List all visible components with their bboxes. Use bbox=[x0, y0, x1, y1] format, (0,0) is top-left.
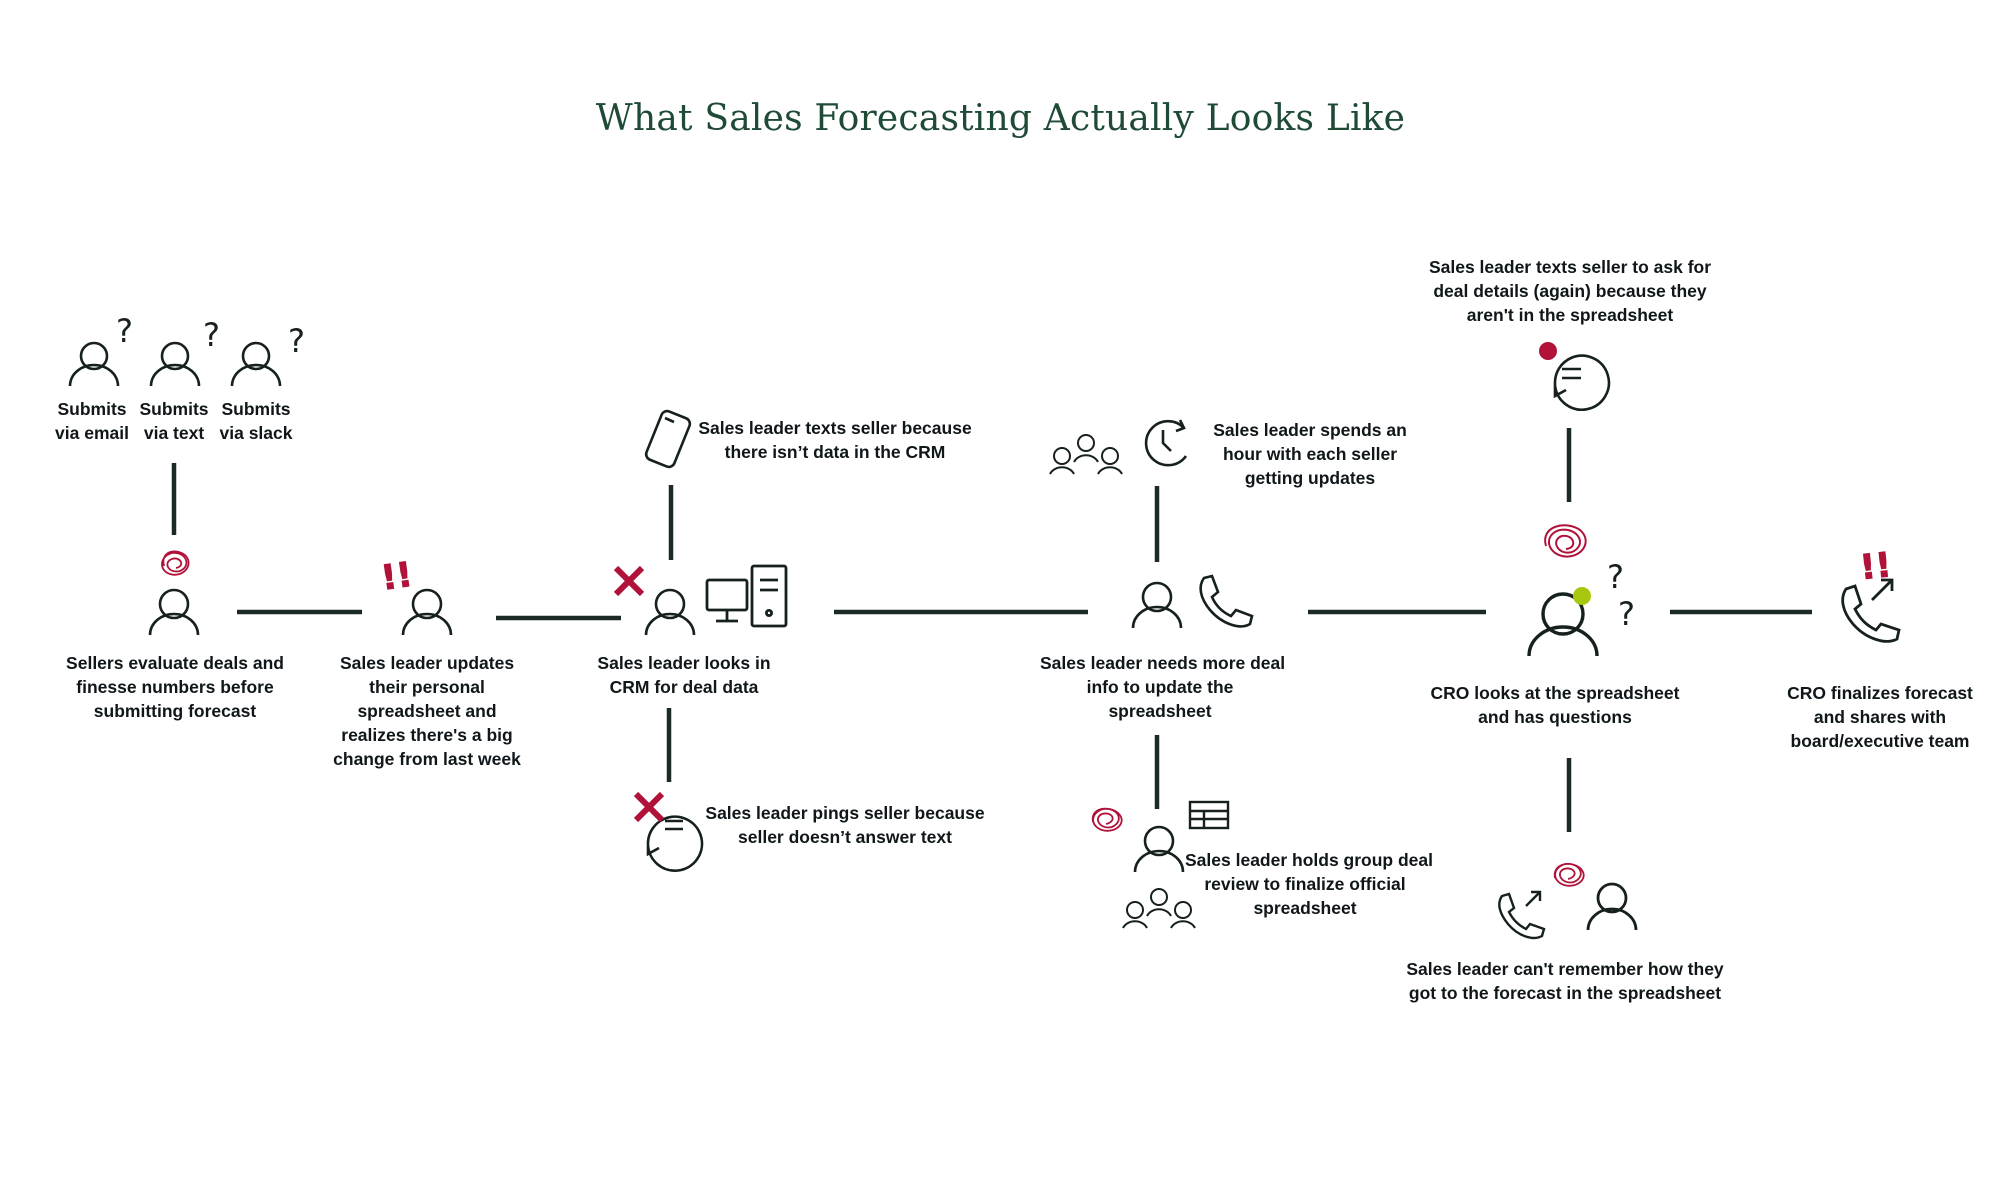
label-leader-texts-again: Sales leader texts seller to ask for dea… bbox=[1428, 257, 1712, 325]
desktop-computer-icon bbox=[705, 564, 788, 628]
question-mark: ? bbox=[203, 316, 220, 354]
person-icon bbox=[1133, 825, 1185, 873]
sellers-evaluate-icons bbox=[148, 550, 200, 636]
submitter-email: ? bbox=[68, 312, 133, 387]
mobile-phone-icon bbox=[644, 409, 692, 469]
submitter-text: ? bbox=[149, 316, 220, 387]
group-icon bbox=[1122, 888, 1196, 929]
person-icon bbox=[1527, 592, 1599, 657]
leader-group-review-icons bbox=[1091, 800, 1230, 929]
person-icon bbox=[1586, 882, 1638, 931]
submitter-slack: ? bbox=[230, 322, 305, 387]
cro-questions-icons: ? ? bbox=[1527, 524, 1635, 657]
group-icon bbox=[1049, 434, 1123, 475]
red-x-icon bbox=[613, 565, 645, 597]
chat-bubble-icon bbox=[1553, 354, 1611, 411]
label-leader-cant-remember: Sales leader can't remember how they got… bbox=[1406, 959, 1724, 1003]
leader-needs-info-icons bbox=[1131, 574, 1254, 629]
person-icon bbox=[644, 588, 696, 636]
phone-outgoing-icon bbox=[1841, 578, 1901, 643]
scribble-icon bbox=[1544, 524, 1587, 558]
leader-cant-remember-icons bbox=[1498, 863, 1638, 940]
leader-hour-icons bbox=[1049, 419, 1188, 475]
person-icon bbox=[148, 588, 200, 636]
status-dot-icon bbox=[1573, 587, 1591, 605]
leader-pings-icons bbox=[633, 791, 704, 872]
red-x-icon bbox=[633, 791, 665, 823]
label-submits-email: Submits via email bbox=[55, 399, 129, 443]
label-leader-texts: Sales leader texts seller because there … bbox=[698, 418, 972, 462]
exclamation-icon: !! bbox=[379, 555, 415, 599]
label-sellers-evaluate: Sellers evaluate deals and finesse numbe… bbox=[66, 653, 284, 721]
notification-dot-icon bbox=[1539, 342, 1557, 360]
scribble-icon bbox=[1553, 863, 1585, 887]
question-mark: ? bbox=[288, 322, 305, 360]
label-leader-needs-info: Sales leader needs more deal info to upd… bbox=[1040, 653, 1286, 721]
label-leader-group-review: Sales leader holds group deal review to … bbox=[1185, 850, 1433, 918]
label-leader-pings: Sales leader pings seller because seller… bbox=[705, 803, 985, 847]
person-icon bbox=[230, 341, 282, 387]
label-cro-finalizes: CRO finalizes forecast and shares with b… bbox=[1787, 683, 1973, 751]
label-leader-updates: Sales leader updates their personal spre… bbox=[333, 653, 521, 769]
diagram-title: What Sales Forecasting Actually Looks Li… bbox=[595, 98, 1406, 139]
leader-updates-icons: !! bbox=[378, 554, 453, 636]
cro-finalizes-icons: !! bbox=[1841, 545, 1901, 643]
spreadsheet-icon bbox=[1188, 800, 1230, 830]
question-mark: ? bbox=[1618, 595, 1635, 633]
phone-outgoing-icon bbox=[1498, 890, 1546, 940]
label-submits-slack: Submits via slack bbox=[219, 399, 293, 443]
person-icon bbox=[68, 341, 120, 387]
scribble-icon bbox=[1091, 807, 1123, 832]
clock-history-icon bbox=[1144, 419, 1188, 467]
label-leader-looks-crm: Sales leader looks in CRM for deal data bbox=[597, 653, 771, 697]
question-mark: ? bbox=[1607, 558, 1624, 596]
person-icon bbox=[401, 588, 453, 636]
chat-bubble-icon bbox=[646, 815, 704, 872]
phone-icon bbox=[1199, 574, 1254, 628]
connector-lines bbox=[171, 428, 1812, 832]
person-icon bbox=[149, 341, 201, 387]
leader-texts-again-icons bbox=[1539, 342, 1611, 411]
leader-crm-icons bbox=[613, 564, 788, 636]
exclamation-icon: !! bbox=[1858, 545, 1893, 588]
person-icon bbox=[1131, 581, 1183, 629]
label-submits-text: Submits via text bbox=[139, 399, 209, 443]
label-cro-questions: CRO looks at the spreadsheet and has que… bbox=[1430, 683, 1680, 727]
question-mark: ? bbox=[116, 312, 133, 350]
scribble-icon bbox=[161, 550, 190, 576]
label-leader-hour: Sales leader spends an hour with each se… bbox=[1213, 420, 1407, 488]
